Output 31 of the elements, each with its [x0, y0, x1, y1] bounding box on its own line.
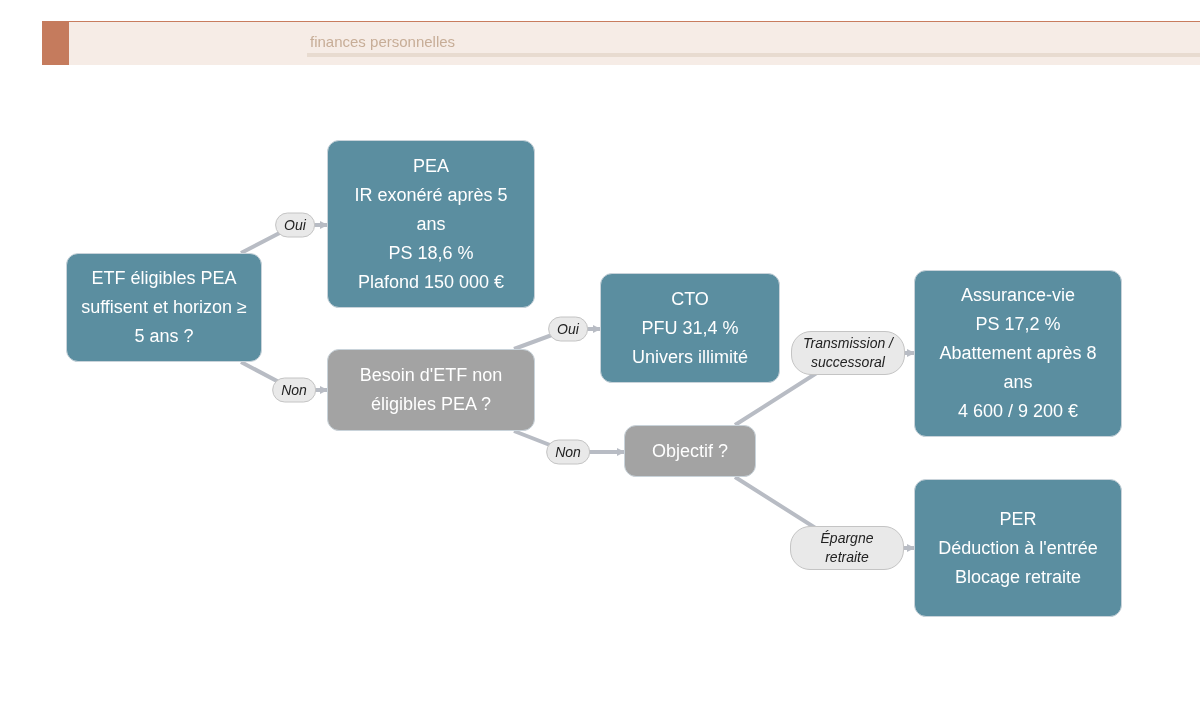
edge-label: Transmission / successoral: [791, 331, 905, 375]
node-text: Déduction à l'entrée: [938, 536, 1098, 560]
edge-label: Oui: [275, 212, 315, 238]
node-text: Plafond 150 000 €: [357, 270, 505, 294]
edge-label: Non: [546, 439, 590, 465]
node-text: Besoin d'ETF non éligibles PEA ?: [358, 364, 504, 416]
node-text: ETF éligibles PEA suffisent et horizon ≥ 5 ans ?: [80, 267, 248, 348]
decision-box: [327, 349, 535, 431]
node-text: Blocage retraite: [954, 565, 1082, 589]
node-text: Univers illimité: [632, 345, 748, 369]
edge-label: Épargne retraite: [790, 526, 904, 570]
node-text: PS 18,6 %: [388, 241, 474, 265]
result-box: [914, 479, 1122, 617]
edge-label: Oui: [548, 316, 588, 342]
result-box: [914, 270, 1122, 437]
node-text: 4 600 / 9 200 €: [957, 400, 1079, 423]
decision-box: [624, 425, 756, 477]
result-box: [600, 273, 780, 383]
node-text: Assurance-vie: [960, 284, 1075, 307]
node-text: PER: [999, 507, 1037, 531]
decision-box: [66, 253, 262, 362]
node-text: Abattement après 8 ans: [938, 342, 1098, 394]
edge-label: Non: [272, 377, 316, 403]
header-tagline: finances personnelles: [310, 33, 456, 50]
node-text: PFU 31,4 %: [641, 316, 739, 340]
node-text: IR exonéré après 5 ans: [353, 183, 509, 236]
node-text: PS 17,2 %: [975, 313, 1061, 336]
node-text: Objectif ?: [651, 439, 728, 463]
node-text: CTO: [671, 287, 709, 311]
node-text: PEA: [413, 154, 449, 178]
result-box: [327, 140, 535, 308]
